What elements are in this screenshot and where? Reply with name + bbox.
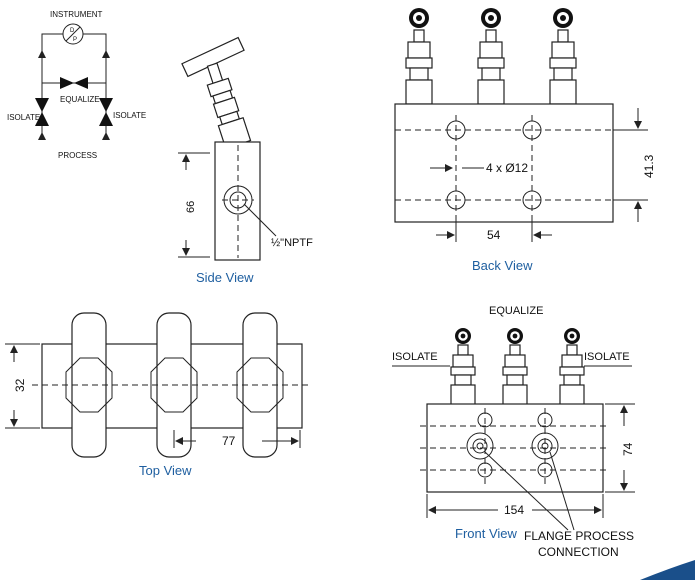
- front-view-drawing: EQUALIZE ISOLATE ISOLATE: [392, 305, 635, 559]
- back-view-drawing: 4 x Ø12 54 41.3: [394, 8, 656, 242]
- front-view-width-dim: 154: [504, 503, 524, 517]
- back-view-width-dim: 54: [487, 228, 501, 242]
- top-view-width-dim: 77: [222, 434, 236, 448]
- front-view-isolate-left-label: ISOLATE: [392, 351, 438, 363]
- front-view-caption: Front View: [455, 526, 518, 541]
- side-view-caption: Side View: [196, 270, 254, 285]
- front-view-flange-label-line1: FLANGE PROCESS: [524, 529, 634, 543]
- back-view-holes-dim: 4 x Ø12: [486, 161, 528, 175]
- side-view-port-label: ½"NPTF: [271, 237, 313, 249]
- brand-corner-swoosh: [640, 560, 695, 580]
- flange-port-left-icon: [466, 432, 494, 460]
- schematic-isolate-right-label: ISOLATE: [113, 111, 146, 120]
- dp-label-top: D: [70, 28, 75, 34]
- top-view-height-dim: 32: [13, 378, 27, 392]
- schematic-instrument-label: INSTRUMENT: [50, 10, 103, 19]
- isolate-valve-left-icon: [35, 98, 49, 126]
- back-view-height-dim: 41.3: [642, 154, 656, 178]
- side-view-height-dim: 66: [185, 201, 197, 213]
- top-view-drawing: 32 77: [5, 312, 310, 458]
- schematic-isolate-left-label: ISOLATE: [7, 113, 40, 122]
- isolate-valve-right-icon: [99, 98, 113, 126]
- schematic-equalize-label: EQUALIZE: [60, 95, 100, 104]
- back-view-caption: Back View: [472, 258, 533, 273]
- schematic-process-label: PROCESS: [58, 151, 97, 160]
- schematic-diagram: INSTRUMENT D P EQUALIZE ISOLATE ISOLATE …: [7, 10, 146, 160]
- front-view-isolate-right-label: ISOLATE: [584, 351, 630, 363]
- front-view-equalize-label: EQUALIZE: [489, 305, 543, 317]
- top-view-caption: Top View: [139, 463, 192, 478]
- front-view-flange-label-line2: CONNECTION: [538, 545, 619, 559]
- side-view-drawing: 66 ½"NPTF: [178, 36, 313, 261]
- front-view-height-dim: 74: [621, 442, 635, 456]
- dp-label-bottom: P: [73, 37, 77, 43]
- equalize-valve-icon: [60, 77, 88, 89]
